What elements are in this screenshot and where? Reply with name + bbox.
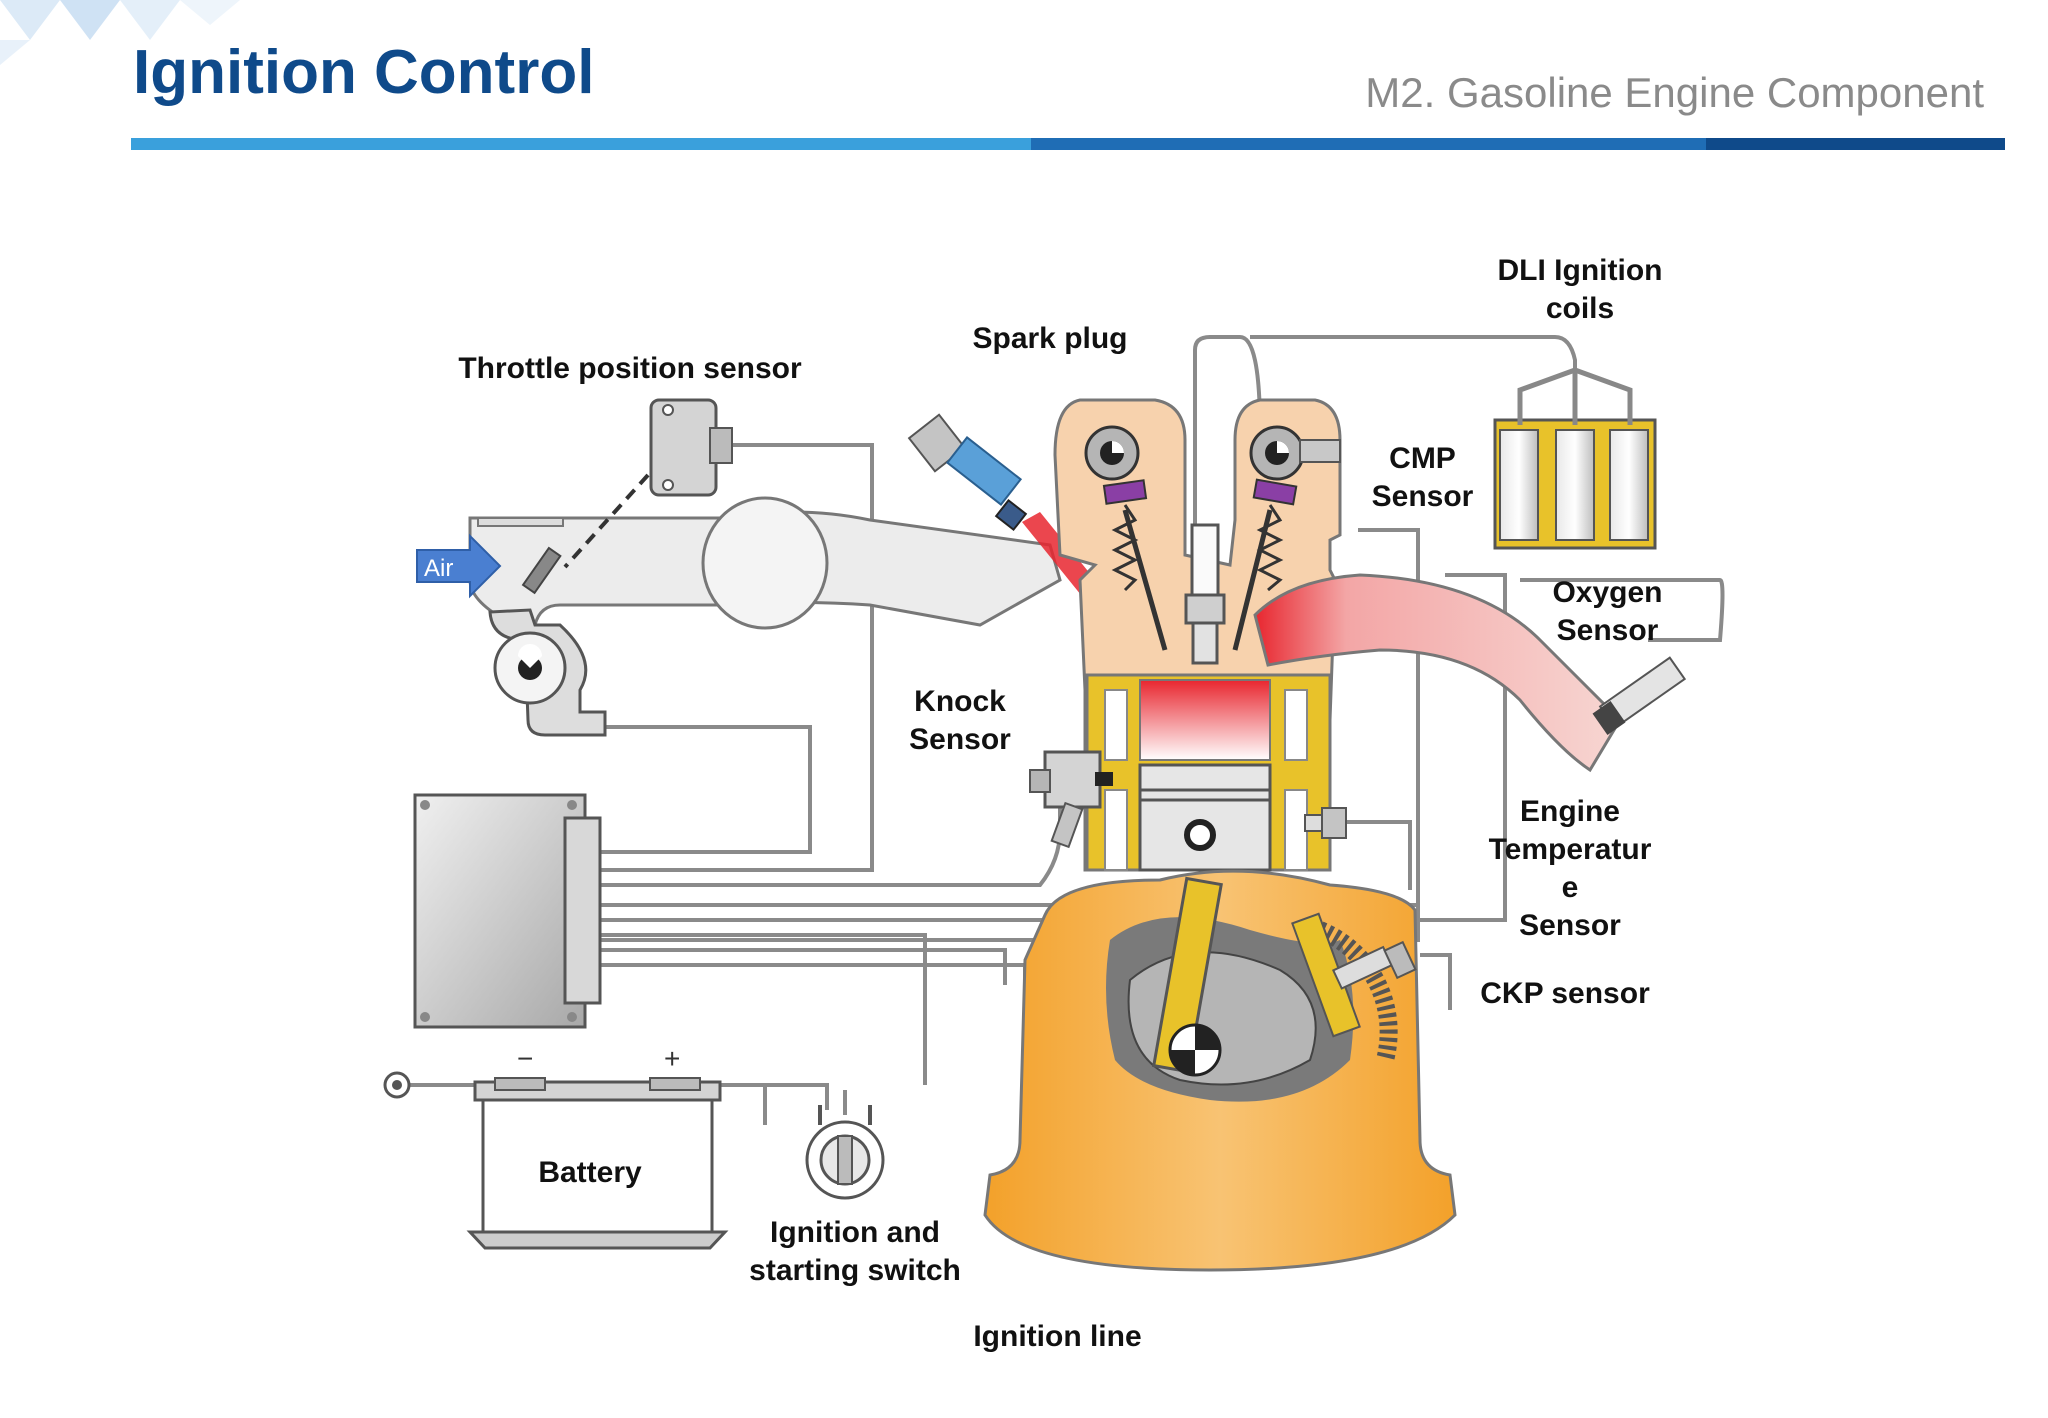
oxygen-sensor-label: Oxygen Sensor (1552, 576, 1663, 647)
page-subtitle: M2. Gasoline Engine Component (1365, 69, 1984, 116)
header-rule-segment (1031, 138, 1706, 150)
ignition-switch-icon (805, 1105, 885, 1200)
engine-temperature-sensor-label: Engine Temperatur e Sensor (1488, 795, 1652, 942)
engine-temperature-sensor-icon (1304, 807, 1347, 839)
battery-minus-label: − (517, 1043, 533, 1074)
air-arrow-icon: Air (416, 533, 502, 599)
battery-plus-label: + (664, 1043, 680, 1074)
knock-sensor-label: Knock Sensor (909, 685, 1011, 756)
camshaft-valves (1084, 425, 1341, 651)
throttle-position-sensor-label: Throttle position sensor (458, 352, 802, 385)
ignition-switch-label: Ignition and starting switch (749, 1216, 961, 1287)
dli-ignition-coils-icon (1493, 367, 1657, 550)
knock-sensor-icon (1029, 750, 1113, 849)
ckp-sensor-label: CKP sensor (1480, 977, 1650, 1010)
throttle-body-icon (488, 608, 607, 737)
header-rule (131, 138, 2005, 150)
battery-label: Battery (538, 1156, 642, 1189)
oxygen-sensor-icon (1592, 656, 1687, 735)
spark-plug-icon (1184, 523, 1226, 665)
dli-ignition-coils-label: DLI Ignition coils (1497, 254, 1663, 325)
ignition-line-label: Ignition line (973, 1320, 1142, 1353)
air-arrow-label: Air (424, 555, 453, 582)
header-rule-segment (131, 138, 1031, 150)
ecu-icon (413, 793, 602, 1029)
throttle-position-sensor-icon (521, 398, 733, 595)
ckp-sensor-icon (1331, 940, 1417, 990)
page-title: Ignition Control (133, 38, 595, 107)
intake-manifold (468, 496, 1062, 630)
battery-icon: − + (383, 1043, 729, 1250)
header-rule-segment (1706, 138, 2005, 150)
cmp-sensor-label: CMP Sensor (1371, 442, 1474, 513)
corner-decoration (0, 0, 240, 65)
spark-plug-label: Spark plug (972, 322, 1128, 355)
